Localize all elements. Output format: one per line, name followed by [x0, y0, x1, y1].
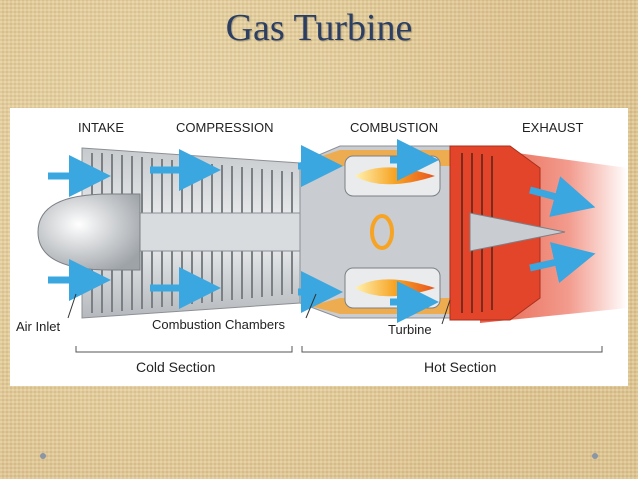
callout-turbine: Turbine [388, 322, 432, 337]
zone-cold-section: Cold Section [136, 359, 215, 375]
zone-brackets [75, 346, 603, 353]
callout-air-inlet: Air Inlet [16, 319, 60, 334]
label-compression: COMPRESSION [176, 120, 274, 135]
zone-hot-section: Hot Section [424, 359, 496, 375]
callout-combustion-chambers: Combustion Chambers [152, 317, 285, 332]
nose-spinner [37, 193, 141, 271]
label-exhaust: EXHAUST [522, 120, 583, 135]
label-intake: INTAKE [78, 120, 124, 135]
slide-title: Gas Turbine [225, 7, 413, 49]
turbine-cutaway: INTAKE COMPRESSION COMBUSTION EXHAUST [16, 120, 628, 375]
airflow-arrows [48, 139, 596, 323]
decorative-dot-right [592, 453, 598, 459]
decorative-dot-left [40, 453, 46, 459]
callout-leaders [67, 293, 451, 325]
label-combustion: COMBUSTION [350, 120, 438, 135]
exhaust-cone [469, 212, 566, 252]
gas-turbine-diagram: INTAKE COMPRESSION COMBUSTION EXHAUST [10, 108, 628, 386]
rotation-arrow-icon [370, 214, 394, 250]
